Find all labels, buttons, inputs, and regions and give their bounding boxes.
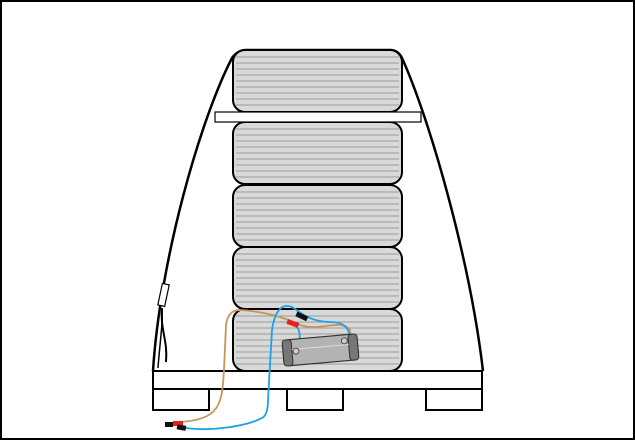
pallet-block (152, 388, 210, 411)
black-plug (176, 424, 187, 431)
tire (232, 121, 403, 185)
pallet-block (286, 388, 344, 411)
tire (232, 246, 403, 310)
tire-stack (232, 49, 403, 372)
tire (232, 184, 403, 248)
pallet (152, 370, 483, 411)
red-plug (173, 421, 183, 426)
cable-tag (157, 282, 170, 369)
pallet-top-board (152, 370, 483, 390)
blue-wire (179, 305, 351, 430)
black-plug (165, 422, 173, 427)
battery-device (281, 333, 360, 367)
red-connector (286, 319, 300, 328)
shelf-board (214, 111, 422, 123)
tire (232, 49, 403, 113)
brown-wire (177, 309, 351, 423)
pallet-block (425, 388, 483, 411)
black-connector (295, 311, 309, 322)
